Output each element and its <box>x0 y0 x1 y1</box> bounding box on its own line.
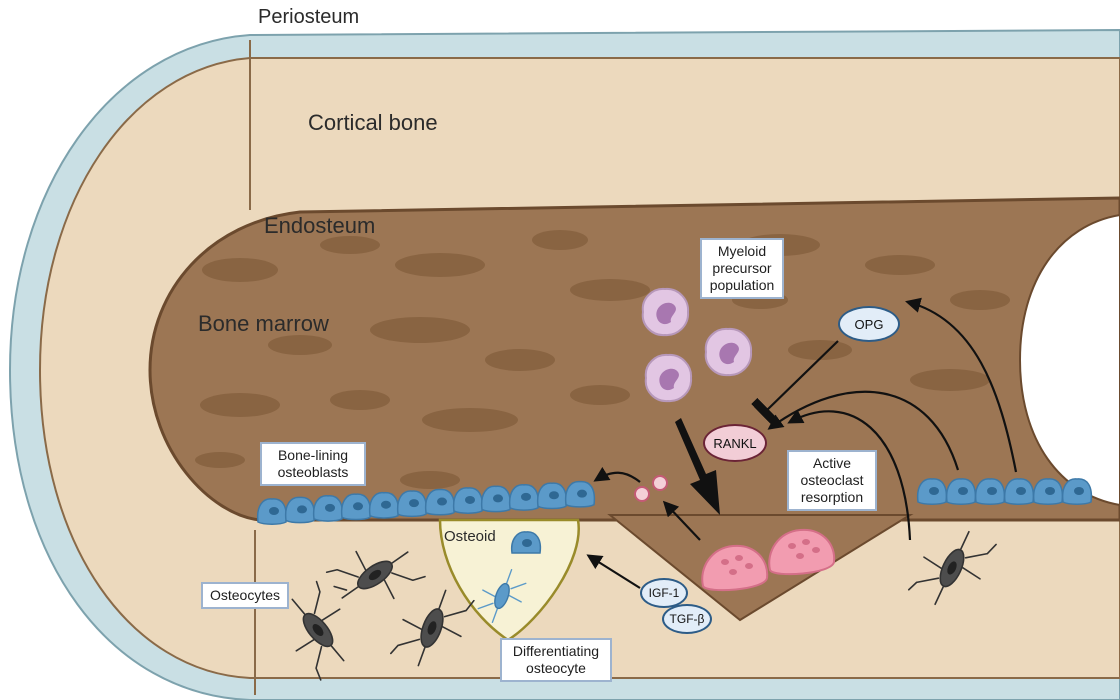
osteoblast-cell <box>947 479 976 504</box>
cortical-bone-label: Cortical bone <box>308 110 438 136</box>
osteocytes-label: Osteocytes <box>201 582 289 609</box>
osteoblast-cell <box>426 489 455 514</box>
osteoblast-cell <box>342 494 371 519</box>
myeloid-cell-3 <box>646 355 691 401</box>
periosteum-label: Periosteum <box>258 6 359 29</box>
osteoblast-cell <box>286 497 315 522</box>
osteoblast-cell <box>482 486 511 511</box>
osteoblast-cell <box>976 479 1005 504</box>
osteoblast-cell <box>454 488 483 513</box>
osteoblast-cell <box>1005 479 1034 504</box>
osteoid-label: Osteoid <box>444 528 496 545</box>
osteoblast-cell <box>258 499 287 524</box>
osteoblast-cell <box>510 485 539 510</box>
osteoblast-cell <box>538 483 567 508</box>
tgfb-badge: TGF-β <box>662 604 712 634</box>
osteoblast-cell <box>566 482 595 507</box>
bone-marrow-label: Bone marrow <box>198 311 329 337</box>
myeloid-cell-1 <box>643 289 688 335</box>
osteoblast-cell <box>398 491 427 516</box>
osteoblast-cell <box>918 479 947 504</box>
embedded-osteoblast <box>512 532 541 553</box>
osteoblast-cell <box>370 493 399 518</box>
rankl-badge: RANKL <box>703 424 767 462</box>
osteoblast-cell <box>1063 479 1092 504</box>
myeloid-cell-2 <box>706 329 751 375</box>
osteoblast-cell <box>1034 479 1063 504</box>
opg-badge: OPG <box>838 306 900 342</box>
endosteum-label: Endosteum <box>264 213 375 239</box>
osteoblast-cell <box>314 496 343 521</box>
